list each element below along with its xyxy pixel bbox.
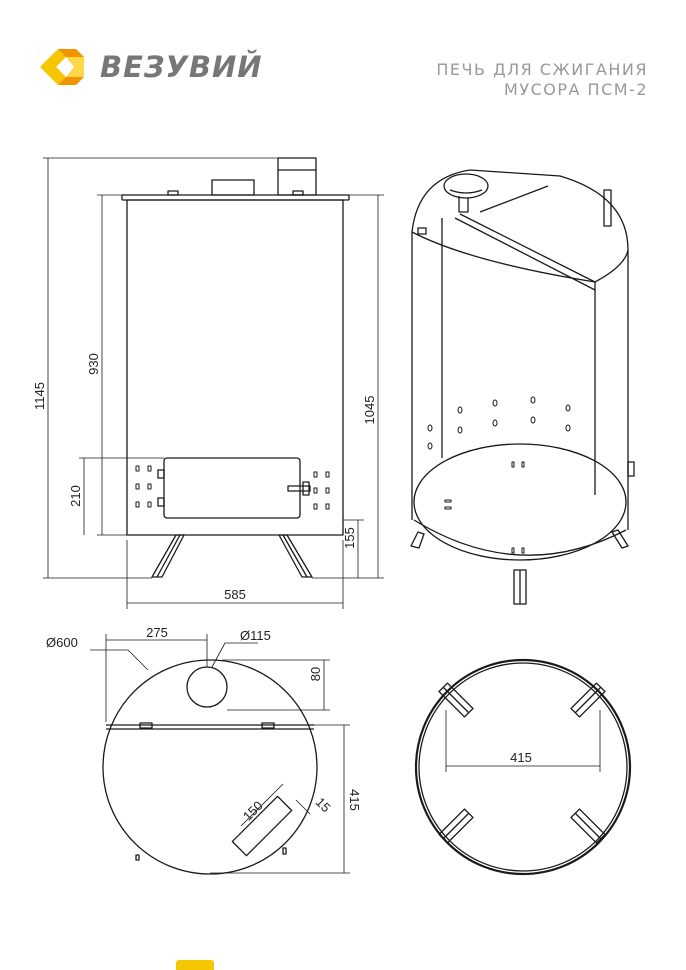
brand-name: ВЕЗУВИЙ (100, 50, 263, 84)
vesuvius-logo-icon (40, 49, 84, 85)
product-title-line-2: МУСОРА ПСМ-2 (504, 80, 648, 99)
bottom-leg-bracket (438, 682, 606, 844)
top-view-dimensions (90, 634, 350, 874)
door-latch-icon (287, 485, 311, 492)
stove-leg (151, 534, 185, 578)
product-title-line-1: ПЕЧЬ ДЛЯ СЖИГАНИЯ (436, 60, 648, 79)
dim-leg-height: 155 (342, 527, 357, 549)
bottom-view-dimensions (445, 710, 601, 772)
perspective-view (410, 169, 635, 605)
bottom-ring (414, 658, 632, 876)
stove-door (163, 457, 301, 519)
top-view (102, 659, 318, 875)
dim-slot-width: 15 (313, 794, 334, 815)
lid-handle (603, 189, 612, 227)
dim-depth: 415 (347, 789, 362, 811)
footer-accent-mark (176, 960, 214, 970)
dim-body-height: 930 (86, 353, 101, 375)
dim-height-right: 1045 (362, 396, 377, 425)
stove-bottom (413, 443, 627, 561)
dim-pipe-offset: 275 (146, 625, 168, 640)
front-view-dimensions (43, 157, 384, 609)
dim-leg-span: 415 (510, 750, 532, 765)
dim-total-height: 1145 (32, 382, 47, 410)
chimney-pipe (186, 666, 228, 708)
dim-pipe-diameter: Ø115 (240, 628, 271, 643)
stove-leg (278, 534, 313, 578)
dim-width: 585 (224, 587, 246, 602)
dim-door-height: 210 (68, 485, 83, 507)
slot-cutout (231, 795, 293, 857)
front-view (121, 157, 350, 578)
lid-circle (102, 659, 318, 875)
chimney-opening (443, 173, 489, 199)
dim-pipe-depth: 80 (308, 667, 323, 681)
stove-body (126, 199, 344, 536)
bottom-view (414, 658, 632, 876)
dim-slot-length: 150 (240, 798, 266, 824)
dim-lid-diameter: Ø600 (46, 635, 78, 650)
stove-leg (410, 531, 425, 549)
product-title: ПЕЧЬ ДЛЯ СЖИГАНИЯ МУСОРА ПСМ-2 (436, 60, 648, 100)
chimney (277, 157, 317, 196)
brand-logo: ВЕЗУВИЙ (36, 44, 263, 90)
stove-leg (611, 529, 629, 549)
